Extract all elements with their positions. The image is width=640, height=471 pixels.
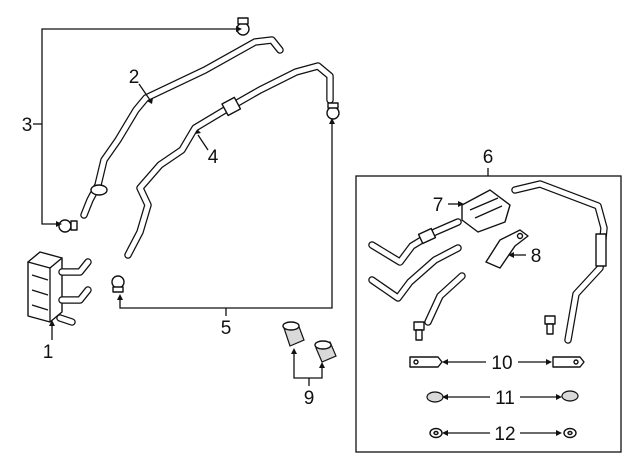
callout-10: 10 xyxy=(491,353,512,374)
bolt-left[interactable] xyxy=(413,321,425,341)
kit-tube-lower[interactable] xyxy=(368,244,462,302)
oil-cooler[interactable] xyxy=(27,251,92,326)
upper-cooler-tube[interactable] xyxy=(80,36,284,219)
callout-6: 6 xyxy=(483,147,494,168)
leader-2 xyxy=(138,83,153,104)
bolt-right[interactable] xyxy=(544,315,556,335)
leader-10 xyxy=(442,359,552,365)
leader-4 xyxy=(195,130,209,151)
callout-11: 11 xyxy=(495,388,515,409)
bracket-7[interactable] xyxy=(461,189,511,233)
kit-tube-small[interactable] xyxy=(424,272,466,326)
leader-9 xyxy=(291,348,325,386)
callout-12: 12 xyxy=(494,424,515,445)
seal-left[interactable] xyxy=(426,391,444,403)
clip-left[interactable] xyxy=(409,356,443,368)
clip-right[interactable] xyxy=(552,356,585,368)
leader-5 xyxy=(117,118,335,316)
seal-right[interactable] xyxy=(561,390,579,402)
leader-1 xyxy=(49,320,55,340)
callout-1: 1 xyxy=(43,342,54,363)
leader-12 xyxy=(442,430,562,436)
bracket-8[interactable] xyxy=(485,229,529,269)
lower-cooler-tube[interactable] xyxy=(124,62,334,259)
callout-3: 3 xyxy=(22,115,33,136)
insulator-right[interactable] xyxy=(314,340,337,363)
hose-clamp-right[interactable] xyxy=(326,102,340,120)
callout-9: 9 xyxy=(304,388,315,409)
insulator-left[interactable] xyxy=(282,321,305,347)
callout-2: 2 xyxy=(129,67,140,88)
tube-connector-shape xyxy=(221,96,242,117)
kit-tube-upper[interactable] xyxy=(368,218,462,266)
washer-left[interactable] xyxy=(429,427,443,439)
tube-fitting-shape xyxy=(90,184,108,196)
hose-clamp-lower[interactable] xyxy=(58,219,78,233)
leader-3 xyxy=(33,26,242,227)
leader-8 xyxy=(508,252,526,258)
callout-5: 5 xyxy=(221,318,232,339)
hose-clamp-upper[interactable] xyxy=(236,17,250,36)
callout-7: 7 xyxy=(433,195,444,216)
leader-11 xyxy=(442,394,562,400)
kit-tube-right[interactable] xyxy=(511,180,608,344)
washer-right[interactable] xyxy=(563,427,577,439)
hose-clamp-left[interactable] xyxy=(111,275,125,293)
callout-4: 4 xyxy=(208,147,219,168)
callout-8: 8 xyxy=(531,246,542,267)
leader-7 xyxy=(448,201,464,207)
